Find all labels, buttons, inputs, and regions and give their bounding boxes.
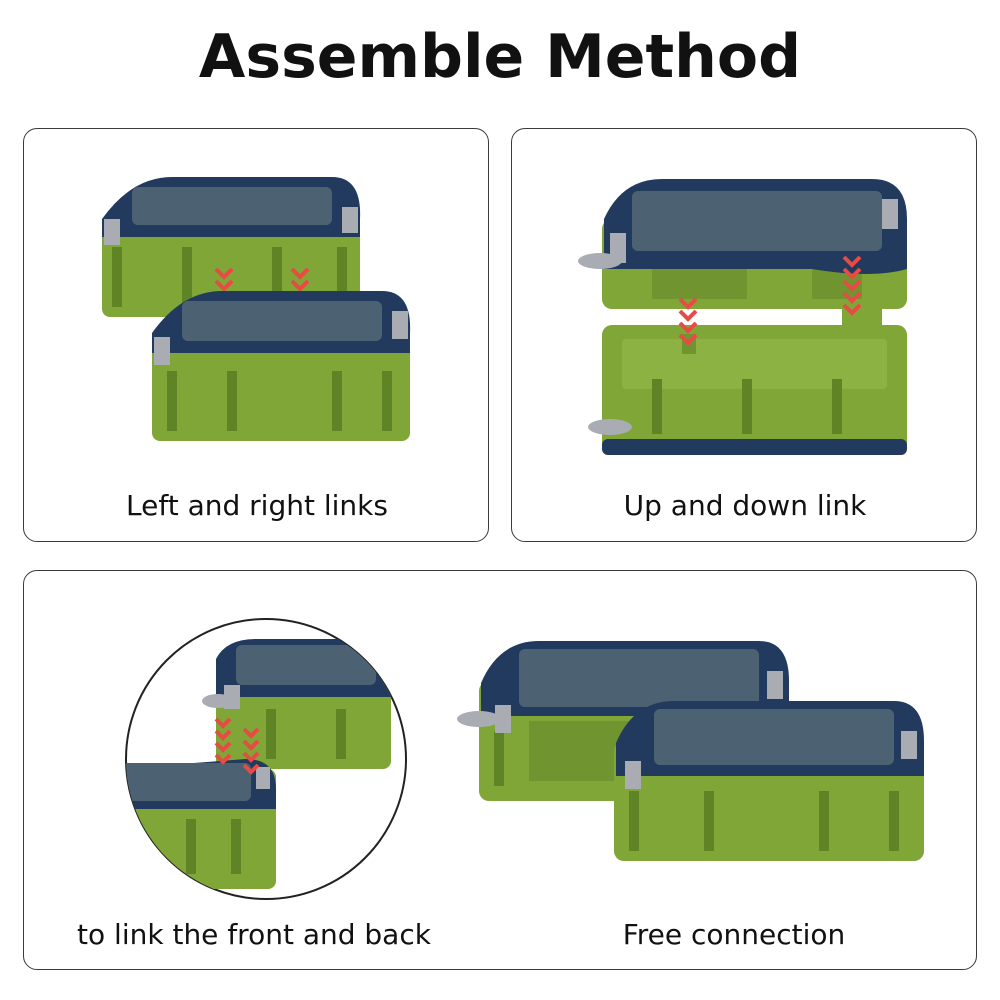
free-connection-image (457, 641, 924, 861)
base-box (588, 309, 907, 455)
panel-up-down-link: Up and down link (511, 128, 977, 542)
back-box (202, 639, 391, 769)
caption-front-back: to link the front and back (77, 918, 431, 951)
stacking-boxes-image (102, 177, 411, 441)
panel-bottom: to link the front and back Free connecti… (23, 570, 977, 970)
vertical-stack-image (578, 179, 907, 455)
down-arrows-icon (678, 255, 862, 346)
caption-left-right-links: Left and right links (126, 489, 388, 522)
front-box (126, 759, 276, 889)
page-title: Assemble Method (198, 22, 802, 92)
upper-box (102, 177, 361, 317)
caption-free-connection: Free connection (622, 918, 846, 951)
down-arrows-icon (214, 717, 260, 775)
lower-box (152, 291, 411, 441)
panel-left-right-links: Left and right links (23, 128, 489, 542)
right-free-box (614, 701, 924, 861)
front-back-link-image (125, 618, 407, 900)
top-box (578, 179, 907, 309)
caption-up-down-link: Up and down link (623, 489, 867, 522)
